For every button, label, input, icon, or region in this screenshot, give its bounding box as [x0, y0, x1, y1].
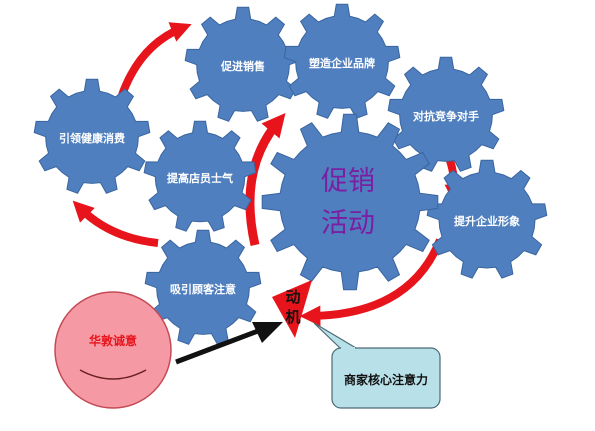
gear-label-guide-consumption: 引领健康消费 [59, 131, 125, 145]
gear-counter-competitors: 对抗竞争对手 [387, 56, 505, 172]
face-smile [79, 369, 147, 380]
gear-shape [184, 6, 302, 122]
callout-box [331, 347, 441, 409]
gear-label-build-brand: 塑造企业品牌 [309, 56, 375, 70]
gear-center-promotion: 促销 活动 [261, 113, 439, 291]
arrow-to-promote-sales [118, 22, 192, 97]
face-label: 华敦诚意 [89, 333, 137, 348]
gear-build-brand: 塑造企业品牌 [283, 3, 401, 119]
gear-enhance-image: 提升企业形象 [426, 159, 548, 279]
gear-shape [283, 3, 401, 119]
black-arrow-head [252, 322, 283, 343]
arrow-inner-to-center [245, 113, 286, 246]
callout-bubble: 商家核心注意力 [313, 322, 441, 409]
black-arrow-shaft [175, 328, 259, 365]
gear-guide-consumption: 引领健康消费 [33, 78, 151, 194]
gear-label-promote-sales: 促进销售 [220, 59, 265, 73]
face-circle [54, 291, 172, 409]
center-label-line2: 活动 [321, 208, 375, 239]
black-arrow [175, 322, 283, 365]
smiley-face: 华敦诚意 [54, 291, 172, 409]
arrow-to-guide-consumption [72, 200, 159, 247]
gears-group: 促进销售 塑造企业品牌 对抗竞争对手 引领健康消费 提高店员士气 提升企业形象 … [33, 3, 548, 345]
arrow-to-motive [299, 238, 444, 327]
motive-arrowhead: 动 机 [272, 280, 312, 338]
gear-label-boost-morale: 提高店员士气 [167, 171, 233, 185]
gear-boost-morale: 提高店员士气 [143, 120, 257, 232]
gear-promote-sales: 促进销售 [184, 6, 302, 122]
callout-label: 商家核心注意力 [344, 372, 428, 387]
motive-triangle [272, 280, 312, 338]
gear-shape [387, 56, 505, 172]
gear-label-attract-customers: 吸引顾客注意 [170, 282, 236, 296]
gear-label-enhance-image: 提升企业形象 [454, 214, 520, 228]
gear-label-counter-competitors: 对抗竞争对手 [413, 109, 479, 123]
callout-tail [313, 322, 359, 349]
gear-shape [33, 78, 151, 194]
gear-attract-customers: 吸引顾客注意 [144, 229, 262, 345]
gear-shape [261, 113, 439, 291]
center-label-line1: 促销 [321, 166, 375, 197]
motive-label-line2: 机 [285, 308, 300, 326]
gear-shape [143, 120, 257, 232]
motive-label-line1: 动 [285, 288, 300, 306]
